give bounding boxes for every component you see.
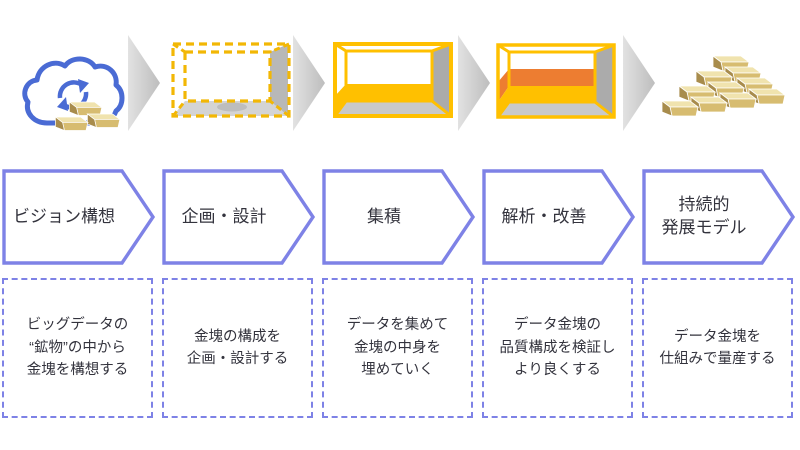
stage-description-box: ビッグデータの “鉱物”の中から 金塊を構想する [2, 278, 153, 418]
stage-description-box: データ金塊を 仕組みで量産する [642, 278, 793, 418]
chevron-shape [162, 169, 316, 265]
stage-label: ビジョン構想 [13, 206, 115, 226]
chevron-shape [642, 169, 796, 265]
stage-description-box: データを集めて 金塊の中身を 埋めていく [322, 278, 473, 418]
stage-chevron-planning: 企画・設計 [162, 169, 316, 265]
chevron-shape [2, 169, 156, 265]
chevron-shape [482, 169, 636, 265]
stage-chevron-accumulation: 集積 [322, 169, 476, 265]
mold-layered-fill-icon [496, 43, 616, 119]
gold-bar-pyramid-icon [661, 55, 786, 117]
arrow-separator-icon [458, 35, 490, 131]
mold-partial-fill-icon [333, 42, 453, 118]
stage-description: データを集めて 金塊の中身を 埋めていく [346, 317, 449, 379]
stage-label: 企画・設計 [181, 206, 267, 226]
gold-nuggets-icon [55, 101, 121, 131]
chevron-shape [322, 169, 476, 265]
stage-description: 金塊の構成を 企画・設計する [186, 328, 289, 367]
arrow-separator-icon [128, 35, 160, 131]
stage-description: データ金塊を 仕組みで量産する [659, 328, 776, 367]
stage-label: 持続的 発展モデル [661, 195, 747, 237]
empty-mold-dashed-icon [171, 42, 291, 118]
arrow-separator-icon [623, 35, 655, 131]
arrow-separator-icon [293, 35, 325, 131]
stage-label: 解析・改善 [501, 206, 587, 226]
stage-chevron-sustainable: 持続的 発展モデル [642, 169, 796, 265]
stage-description: データ金塊の 品質構成を検証し より良くする [499, 317, 616, 379]
stage-label: 集積 [367, 206, 401, 226]
stage-chevron-vision: ビジョン構想 [2, 169, 156, 265]
stage-description-box: 金塊の構成を 企画・設計する [162, 278, 313, 418]
stage-description-box: データ金塊の 品質構成を検証し より良くする [482, 278, 633, 418]
stage-description: ビッグデータの “鉱物”の中から 金塊を構想する [26, 317, 129, 379]
stage-chevron-analysis: 解析・改善 [482, 169, 636, 265]
